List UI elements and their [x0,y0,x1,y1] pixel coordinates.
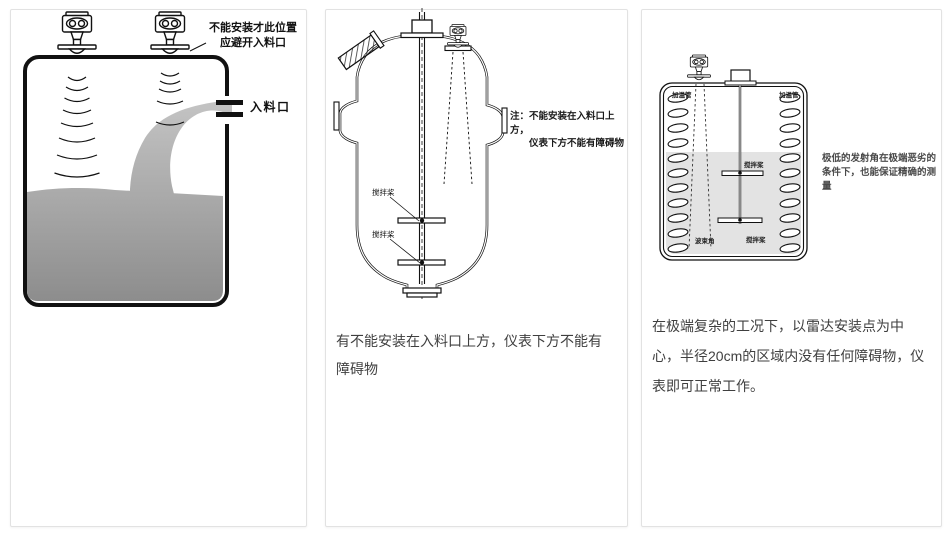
panel-avoid-inlet: 不能安装才此位置 应避开入料口 [10,9,307,527]
caption-panel3: 在极端复杂的工况下，以雷达安装点为中 心，半径20cm的区域内没有任何障碍物，仪… [652,318,925,394]
caption-panel2: 有不能安装在入料口上方，仪表下方不能有 障碍物 [336,333,602,377]
note-low-beam-angle: 极低的发射角在极端恶劣的 条件下，也能保证精确的测量 [822,153,937,192]
panel-reactor-vessel: 注：不能安装在入料口上方， 仪表下方不能有障碍物 有不能安装在入料口上方，仪表下… [325,9,628,527]
panel-heated-tank: 极低的发射角在极端恶劣的 条件下，也能保证精确的测量 在极端复杂的工况下，以雷达… [641,9,942,527]
annotation-do-not-install: 不能安装才此位置 应避开入料口 [209,22,297,49]
note-no-install-above-inlet: 注：不能安装在入料口上方， 仪表下方不能有障碍物 [510,111,625,149]
